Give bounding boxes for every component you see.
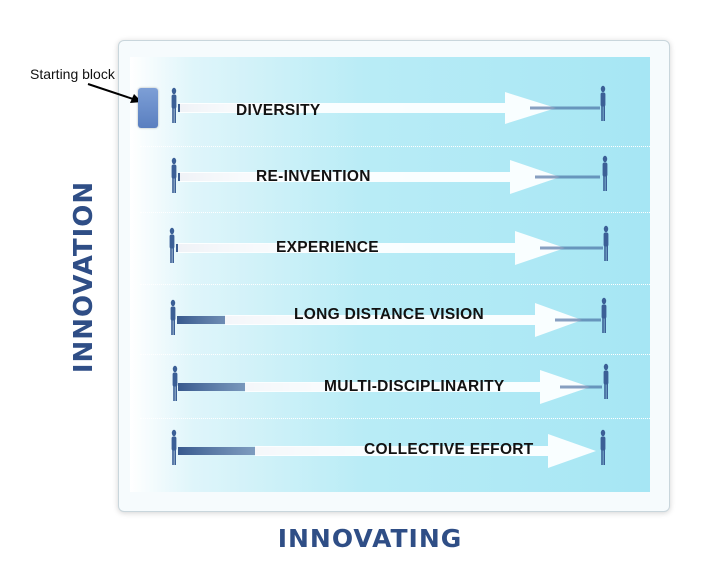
row-label-re-invention: RE-INVENTION xyxy=(256,168,371,185)
start-figure-icon xyxy=(170,299,176,335)
start-figure-icon xyxy=(171,87,177,123)
finish-figure-icon xyxy=(602,155,608,191)
arrow-shape xyxy=(178,231,565,265)
starting-block-callout: Starting block xyxy=(30,66,115,82)
diagram-panel xyxy=(130,57,650,492)
y-axis-label: INNOVATION xyxy=(69,180,99,374)
row-separator xyxy=(140,418,650,419)
starting-block xyxy=(138,88,158,128)
lane-long-distance-vision xyxy=(170,297,607,337)
lane-experience xyxy=(169,225,609,265)
arrow-shape xyxy=(180,160,560,194)
row-label-experience: EXPERIENCE xyxy=(276,239,379,256)
start-figure-icon xyxy=(172,365,178,401)
row-label-long-distance-vision: LONG DISTANCE VISION xyxy=(294,306,485,323)
row-label-collective-effort: COLLECTIVE EFFORT xyxy=(364,441,534,458)
lane-collective-effort xyxy=(171,429,606,468)
start-figure-icon xyxy=(171,429,177,465)
arrow-shape xyxy=(180,92,556,124)
arrow-shape xyxy=(245,370,590,404)
finish-figure-icon xyxy=(600,85,606,121)
row-separator xyxy=(140,212,650,213)
row-label-multi-disciplinarity: MULTI-DISCIPLINARITY xyxy=(324,378,505,395)
arrow-shape xyxy=(225,303,582,337)
finish-figure-icon xyxy=(601,297,607,333)
arrow-shape xyxy=(255,434,596,468)
x-axis-label: INNOVATING xyxy=(277,524,463,553)
finish-figure-icon xyxy=(603,225,609,261)
row-separator xyxy=(140,146,650,147)
finish-figure-icon xyxy=(603,363,609,399)
start-figure-icon xyxy=(171,157,177,193)
start-figure-icon xyxy=(169,227,175,263)
row-label-diversity: DIVERSITY xyxy=(236,102,321,119)
row-separator xyxy=(140,284,650,285)
callout-arrow xyxy=(87,83,142,103)
finish-figure-icon xyxy=(600,429,606,465)
lane-re-invention xyxy=(171,155,608,194)
row-separator xyxy=(140,354,650,355)
lane-diversity xyxy=(171,85,606,124)
lane-multi-disciplinarity xyxy=(172,363,609,404)
